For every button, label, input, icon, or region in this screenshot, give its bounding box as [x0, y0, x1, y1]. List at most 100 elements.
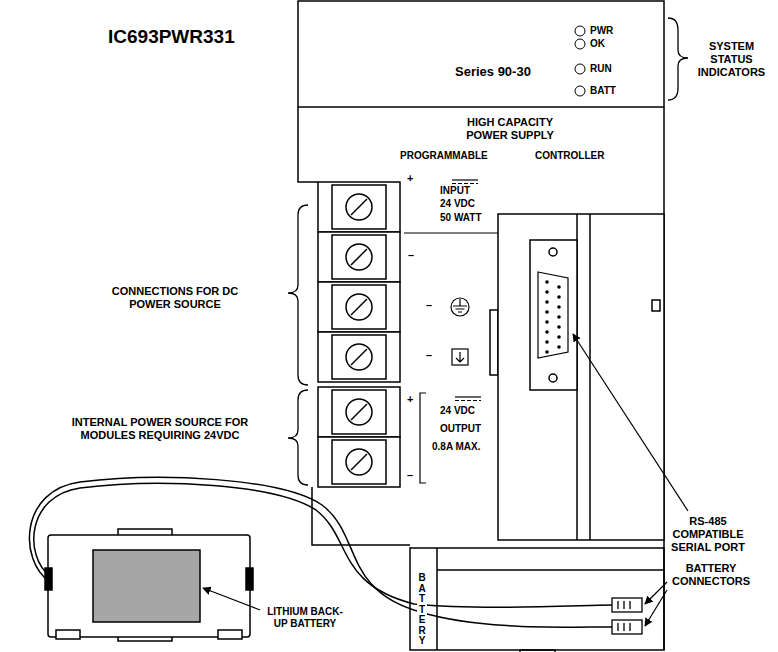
terminal-block — [332, 235, 386, 279]
d-sub-connector — [538, 272, 568, 358]
series-label: Series 90-30 — [455, 64, 531, 80]
bracket — [668, 18, 688, 100]
module-housing — [520, 650, 555, 652]
serial-port-door — [652, 300, 660, 311]
d-sub-connector — [545, 300, 549, 304]
terminal-marking — [455, 396, 481, 397]
serial-port-door — [498, 214, 664, 540]
d-sub-connector — [557, 315, 561, 319]
indicator-label: RUN — [590, 63, 612, 75]
bracket — [288, 18, 688, 485]
terminal-screw — [351, 199, 367, 215]
d-sub-connector — [557, 295, 561, 299]
bracket — [288, 390, 308, 485]
lithium-battery — [93, 550, 200, 622]
terminal-marking — [452, 179, 478, 180]
serial-port-door — [549, 248, 557, 256]
serial-port-door — [577, 214, 590, 540]
battery-connector — [618, 623, 630, 631]
serial-port-door — [490, 310, 498, 375]
leader-arrow — [573, 334, 688, 511]
lithium-battery — [246, 568, 253, 590]
frame-ground-symbol — [452, 349, 468, 365]
terminal-marking — [420, 393, 426, 483]
lithium-battery — [218, 630, 242, 639]
terminal-label: INPUT — [440, 185, 470, 197]
terminal-screw — [346, 399, 372, 425]
terminal-block — [332, 440, 386, 484]
ground-symbol — [451, 298, 469, 316]
polarity-mark: + — [407, 172, 413, 185]
d-sub-connector — [545, 350, 549, 354]
polarity-mark: – — [408, 249, 414, 262]
d-sub-connector — [545, 310, 549, 314]
d-sub-connector — [545, 280, 549, 284]
terminal-screw — [351, 404, 367, 420]
terminal-label: 24 VDC — [440, 198, 475, 210]
battery-connector — [618, 601, 630, 609]
battery-cable — [29, 477, 612, 627]
d-sub-connector — [557, 325, 561, 329]
d-sub-connector — [545, 280, 561, 354]
battery-cable — [29, 477, 612, 627]
leader-arrow — [203, 588, 260, 610]
terminal-block — [318, 232, 400, 282]
terminal-label: 24 VDC — [440, 405, 475, 417]
terminal-label: 50 WATT — [440, 212, 481, 224]
callout-label: BATTERY CONNECTORS — [668, 562, 754, 588]
status-led — [575, 26, 585, 96]
callout-label: INTERNAL POWER SOURCE FOR MODULES REQUIR… — [55, 416, 265, 442]
module-label: HIGH CAPACITY POWER SUPPLY — [455, 116, 565, 142]
terminal-screw — [351, 249, 367, 265]
frame-ground-symbol — [452, 349, 468, 365]
battery-label: BATTERY — [417, 573, 427, 647]
frame-ground-symbol — [456, 352, 464, 362]
terminal-screw — [346, 449, 372, 475]
d-sub-connector — [538, 272, 568, 358]
lithium-battery — [56, 630, 80, 639]
polarity-mark: – — [426, 349, 432, 362]
terminal-block — [332, 185, 386, 229]
leader-arrow — [645, 590, 667, 626]
terminal-block — [318, 282, 400, 332]
terminal-block — [332, 390, 386, 434]
lithium-battery — [45, 568, 52, 590]
terminal-block — [318, 332, 400, 382]
indicator-label: BATT — [590, 85, 616, 97]
serial-port-door — [549, 374, 557, 382]
terminal-label: OUTPUT — [440, 423, 481, 435]
callout-label: RS-485 COMPATIBLE SERIAL PORT — [662, 515, 754, 555]
callout-label: SYSTEM STATUS INDICATORS — [694, 40, 769, 80]
terminal-marking — [452, 183, 478, 184]
module-label: PROGRAMMABLE — [400, 150, 488, 162]
status-led — [575, 26, 585, 36]
d-sub-connector — [545, 340, 549, 344]
terminal-marking — [455, 400, 481, 401]
serial-port-door — [530, 240, 577, 390]
terminal-screw — [351, 299, 367, 315]
model-title: IC693PWR331 — [108, 26, 235, 49]
battery-connector — [612, 598, 642, 634]
d-sub-connector — [557, 335, 561, 339]
ground-symbol — [453, 299, 467, 312]
polarity-mark: – — [407, 469, 413, 482]
terminal-screw — [346, 194, 372, 475]
module-housing — [298, 1, 664, 107]
module-housing — [410, 548, 664, 650]
ground-symbol — [451, 298, 469, 316]
terminal-screw — [351, 454, 367, 470]
status-led — [575, 64, 585, 74]
bracket — [288, 205, 308, 385]
leader-arrow — [645, 582, 667, 604]
terminal-marking — [404, 180, 498, 483]
terminal-block — [332, 335, 386, 379]
terminal-screw — [346, 344, 372, 370]
terminal-block — [318, 387, 400, 437]
status-led — [575, 86, 585, 96]
indicator-label: PWR — [590, 25, 613, 37]
battery-connector — [612, 598, 642, 612]
terminal-marking — [404, 232, 498, 233]
polarity-mark: – — [426, 299, 432, 312]
terminal-block — [318, 182, 400, 487]
